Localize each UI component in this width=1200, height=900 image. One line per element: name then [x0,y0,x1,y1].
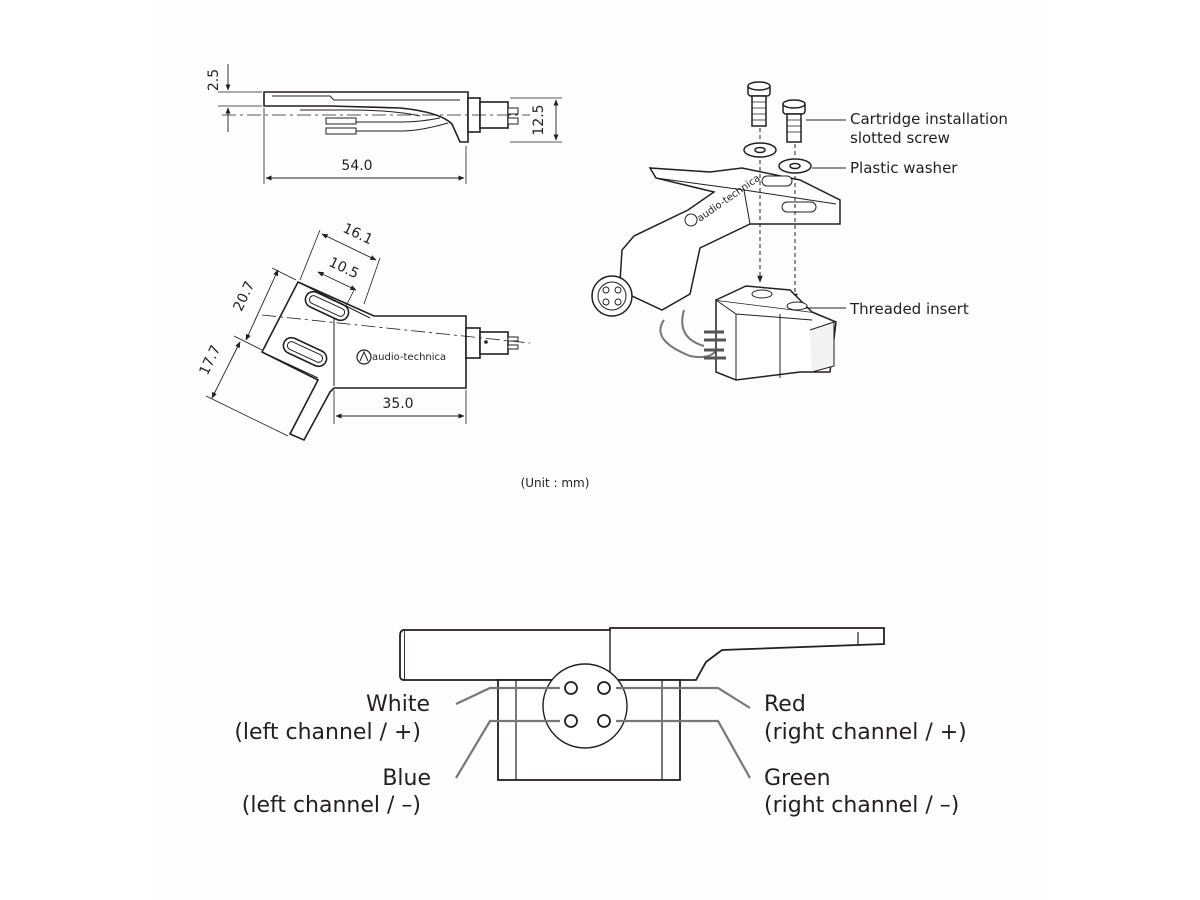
wire-green-name: Green [764,766,831,791]
brand-logo-text: audio-technica [372,352,446,363]
cartridge-icon [704,285,837,381]
callout-washer: Plastic washer [850,159,958,177]
dim-17-7: 17.7 [197,343,225,378]
callout-screw-line1: Cartridge installation [850,110,1008,128]
dim-16-1: 16.1 [340,221,375,249]
slotted-screw-icon [747,81,806,143]
wire-blue-channel: (left channel / –) [242,793,421,818]
dim-12-5: 12.5 [531,104,547,135]
top-view [205,229,531,442]
wire-white-name: White [366,692,430,717]
dim-35-0: 35.0 [382,396,413,412]
unit-note: (Unit : mm) [521,476,590,490]
dim-20-7: 20.7 [231,279,259,314]
wire-blue-name: Blue [382,766,431,791]
wire-red-channel: (right channel / +) [764,720,967,745]
side-view [218,64,562,184]
plastic-washer-icon [743,142,812,174]
callout-insert: Threaded insert [849,300,969,318]
dim-54-0: 54.0 [341,158,372,174]
callout-screw-line2: slotted screw [850,129,950,147]
exploded-view [591,81,846,381]
wiring-view [399,627,885,781]
wire-green-channel: (right channel / –) [764,793,959,818]
dim-2-5: 2.5 [206,69,222,91]
wire-white-channel: (left channel / +) [234,720,421,745]
wire-red-name: Red [764,692,806,717]
